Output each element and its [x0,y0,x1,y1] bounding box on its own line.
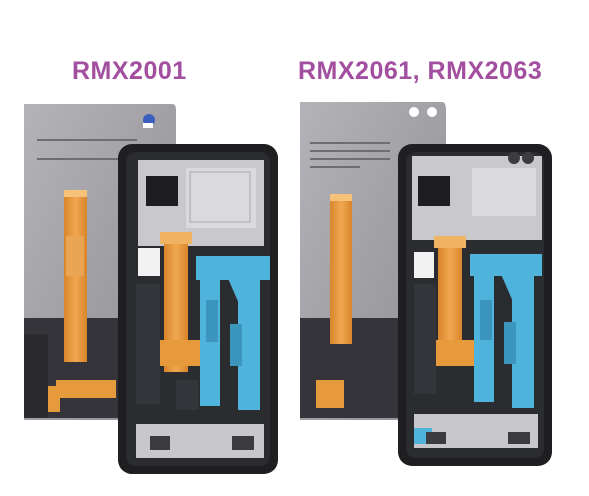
model-title-right: RMX2061, RMX2063 [298,57,543,85]
camera-cutout-icon [427,107,437,117]
right-lcd-flex-cable [316,194,352,408]
left-lcd-flex-cable [48,190,116,412]
model-title-left: RMX2001 [72,57,187,85]
right-frame-assembly [398,144,552,466]
left-frame-assembly [118,144,278,474]
camera-cutout-icon [409,107,419,117]
